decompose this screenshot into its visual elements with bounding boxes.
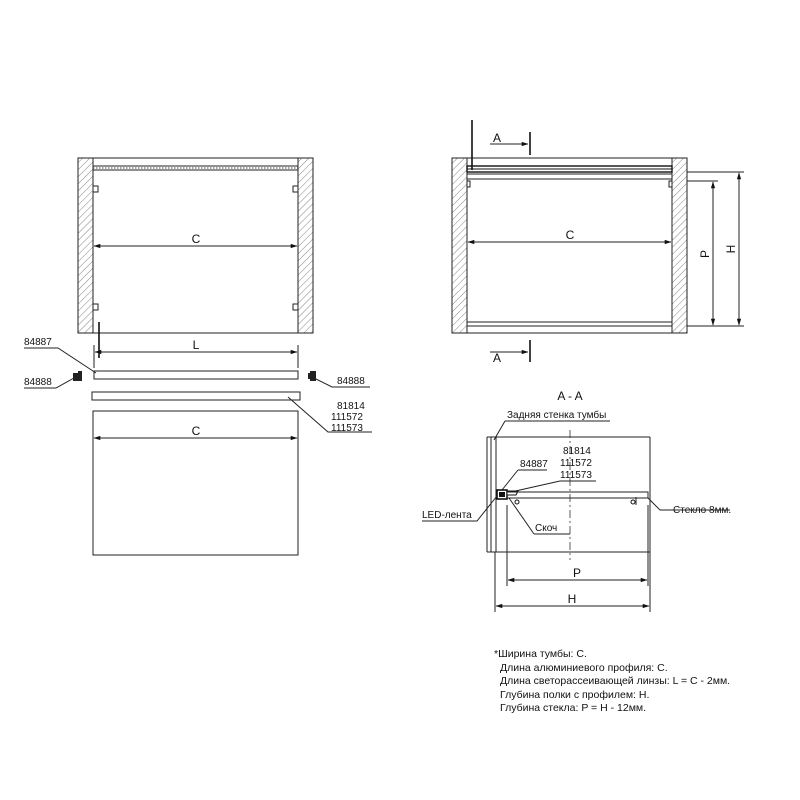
top-view: C P H A A bbox=[451, 120, 744, 365]
label-lens-111572: 111572 bbox=[331, 412, 363, 423]
label-back-wall: Задняя стенка тумбы bbox=[507, 409, 606, 421]
label-lens-81814: 81814 bbox=[337, 401, 365, 412]
section-marker-bottom: A bbox=[493, 351, 501, 365]
front-view: C bbox=[77, 157, 314, 358]
top-dim-h-label: H bbox=[724, 245, 738, 254]
note-line: Глубина полки с профилем: Н. bbox=[500, 688, 650, 701]
section-dim-p-label: P bbox=[573, 566, 581, 580]
front-dim-c-label: C bbox=[192, 232, 201, 246]
end-cap-left bbox=[73, 371, 82, 381]
exploded-view: L 84887 84888 84888 81814 111572 111573 … bbox=[24, 337, 372, 556]
glass-panel bbox=[92, 410, 299, 556]
section-lens-111573: 111573 bbox=[560, 470, 592, 481]
note-line: Глубина стекла: P = H - 12мм. bbox=[500, 702, 647, 714]
front-right-wall bbox=[297, 157, 314, 334]
label-led: LED-лента bbox=[422, 510, 472, 521]
note-line: *Ширина тумбы: С. bbox=[494, 648, 587, 660]
notes-block: *Ширина тумбы: С. Длина алюминиевого про… bbox=[494, 648, 730, 716]
section-profile-label: 84887 bbox=[520, 459, 548, 470]
aluminium-profile bbox=[93, 370, 299, 380]
top-left-wall bbox=[451, 157, 468, 334]
section-title: A - A bbox=[557, 389, 582, 403]
label-tape: Скоч bbox=[535, 523, 557, 534]
section-lens-81814: 81814 bbox=[563, 446, 591, 457]
section-lens-111572: 111572 bbox=[560, 458, 592, 469]
note-line: Длина алюминиевого профиля: С. bbox=[500, 661, 668, 674]
end-cap-right bbox=[308, 371, 316, 381]
section-dim-h-label: H bbox=[568, 592, 577, 606]
section-marker-top: A bbox=[493, 131, 501, 145]
label-84887: 84887 bbox=[24, 337, 52, 348]
front-left-wall bbox=[77, 157, 94, 334]
top-dim-c-label: C bbox=[566, 228, 575, 242]
label-lens-111573: 111573 bbox=[331, 423, 363, 434]
label-84888-right: 84888 bbox=[337, 376, 365, 387]
diffuser-lens bbox=[91, 391, 301, 401]
top-right-wall bbox=[671, 157, 688, 334]
glass-dim-c-label: C bbox=[192, 424, 201, 438]
top-glass-edge bbox=[466, 321, 673, 327]
note-line: Длина светорассеивающей линзы: L = C - 2… bbox=[500, 675, 731, 687]
dim-l-label: L bbox=[193, 338, 200, 352]
label-84888-left: 84888 bbox=[24, 377, 52, 388]
section-glass bbox=[506, 491, 649, 499]
section-aa: A - A Задняя стенка тумбы 81814 111572 1… bbox=[422, 389, 731, 612]
top-dim-p-label: P bbox=[698, 250, 712, 258]
